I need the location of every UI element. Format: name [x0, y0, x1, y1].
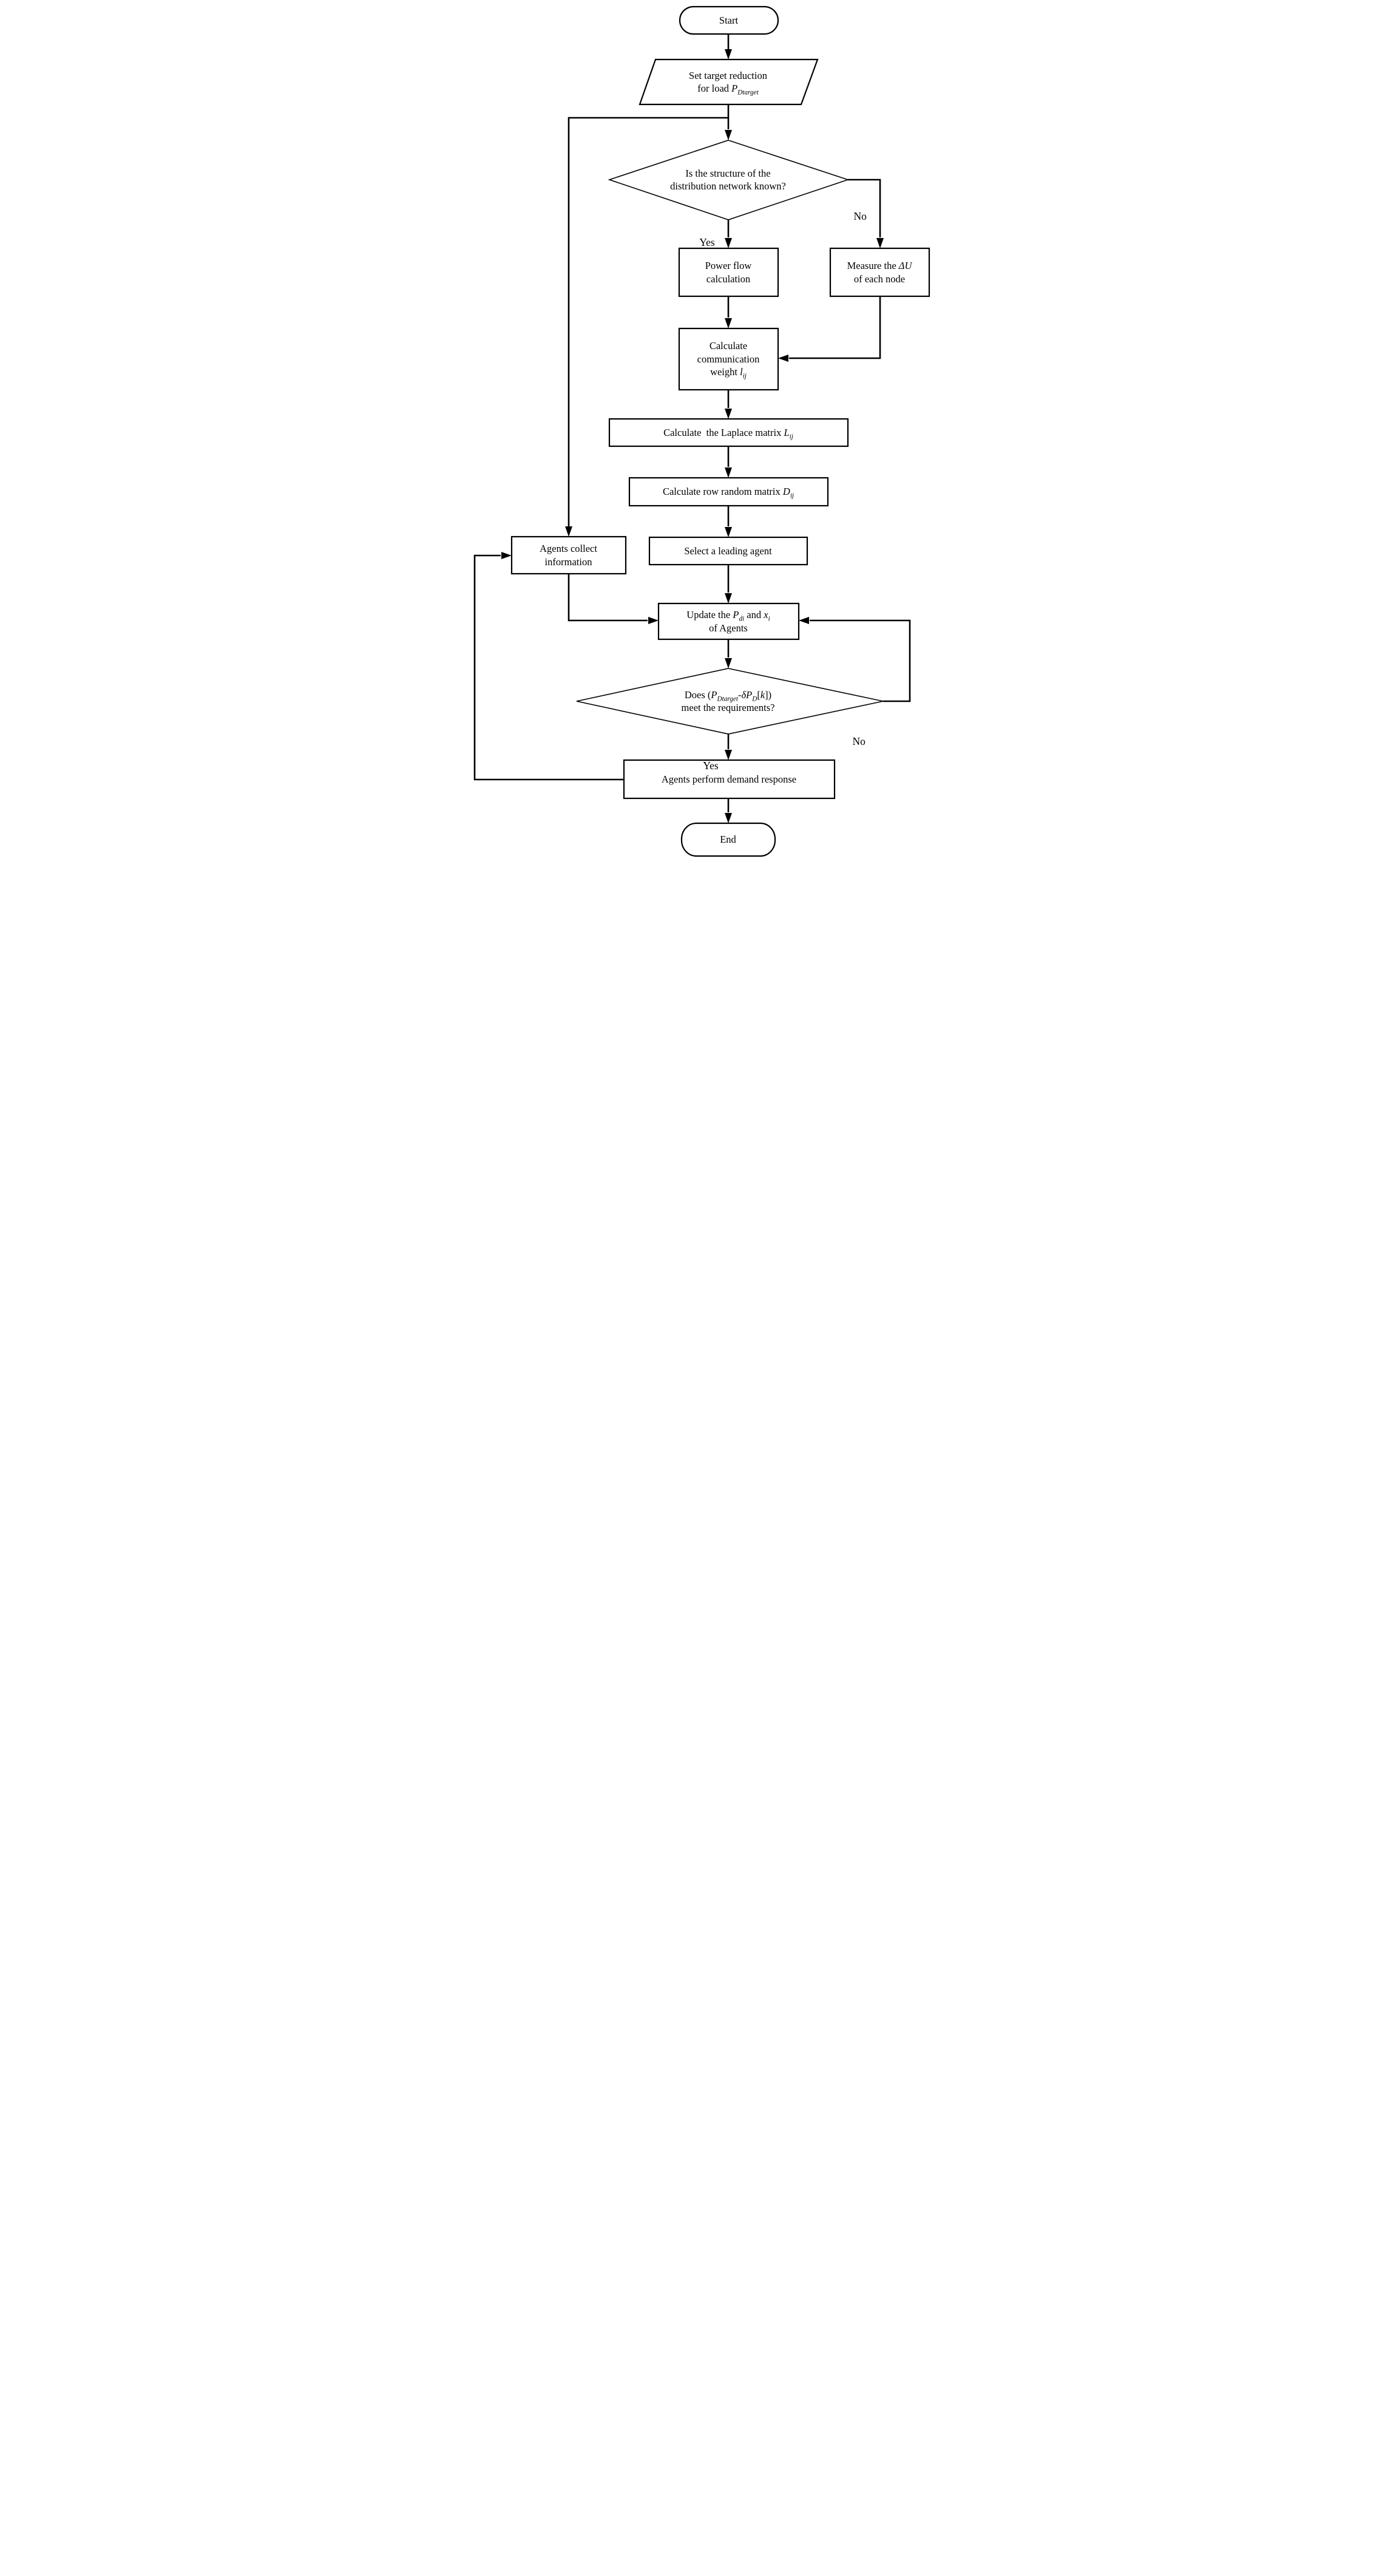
flowchart-canvas: Start Set target reduction for load PDta… [466, 0, 933, 858]
arrowhead [777, 355, 788, 362]
arrowhead [876, 238, 884, 248]
flowchart-shapes [473, 5, 930, 857]
arrowhead [501, 552, 512, 559]
edge-demand-response-loop-to-collect [473, 554, 624, 781]
meets-req-diamond-shape [576, 668, 883, 735]
measure-du-process-shape [829, 247, 930, 297]
arrowhead [724, 593, 732, 603]
arrowhead [724, 750, 732, 760]
edge-line [809, 619, 910, 702]
edge-branch-to-collect [567, 117, 728, 526]
edge-meets-req-no-loop-to-update [809, 619, 910, 702]
collect-process-shape [510, 535, 626, 575]
edge-collect-to-update [567, 574, 648, 622]
comm-weight-process-shape [678, 327, 779, 391]
edge-network-known-no-to-measure-du [847, 178, 881, 237]
edge-line [847, 178, 881, 237]
arrowhead [648, 617, 659, 624]
edge-measure-du-to-comm-weight [788, 296, 881, 359]
start-terminator-shape [679, 5, 779, 35]
arrowhead [724, 130, 732, 140]
arrowhead [724, 527, 732, 537]
arrowhead [724, 49, 732, 59]
end-terminator-shape [680, 822, 776, 857]
laplace-process-shape [608, 418, 849, 447]
row-random-process-shape [628, 477, 828, 507]
demand-response-process-shape [623, 759, 835, 800]
arrowhead [564, 526, 572, 537]
arrowhead [724, 813, 732, 823]
arrowhead [724, 467, 732, 478]
arrowhead [724, 318, 732, 328]
update-process-shape [657, 602, 799, 641]
power-flow-process-shape [678, 247, 779, 297]
arrowhead [798, 617, 809, 624]
edge-line [567, 117, 728, 526]
edge-line [788, 296, 881, 359]
arrowhead [724, 409, 732, 419]
arrowhead [724, 238, 732, 248]
network-known-diamond-shape [607, 140, 850, 220]
edge-line [473, 554, 624, 781]
arrowhead [724, 658, 732, 668]
set-target-parallelogram-shape [638, 58, 819, 106]
edge-line [567, 574, 648, 622]
select-leader-process-shape [648, 536, 808, 566]
